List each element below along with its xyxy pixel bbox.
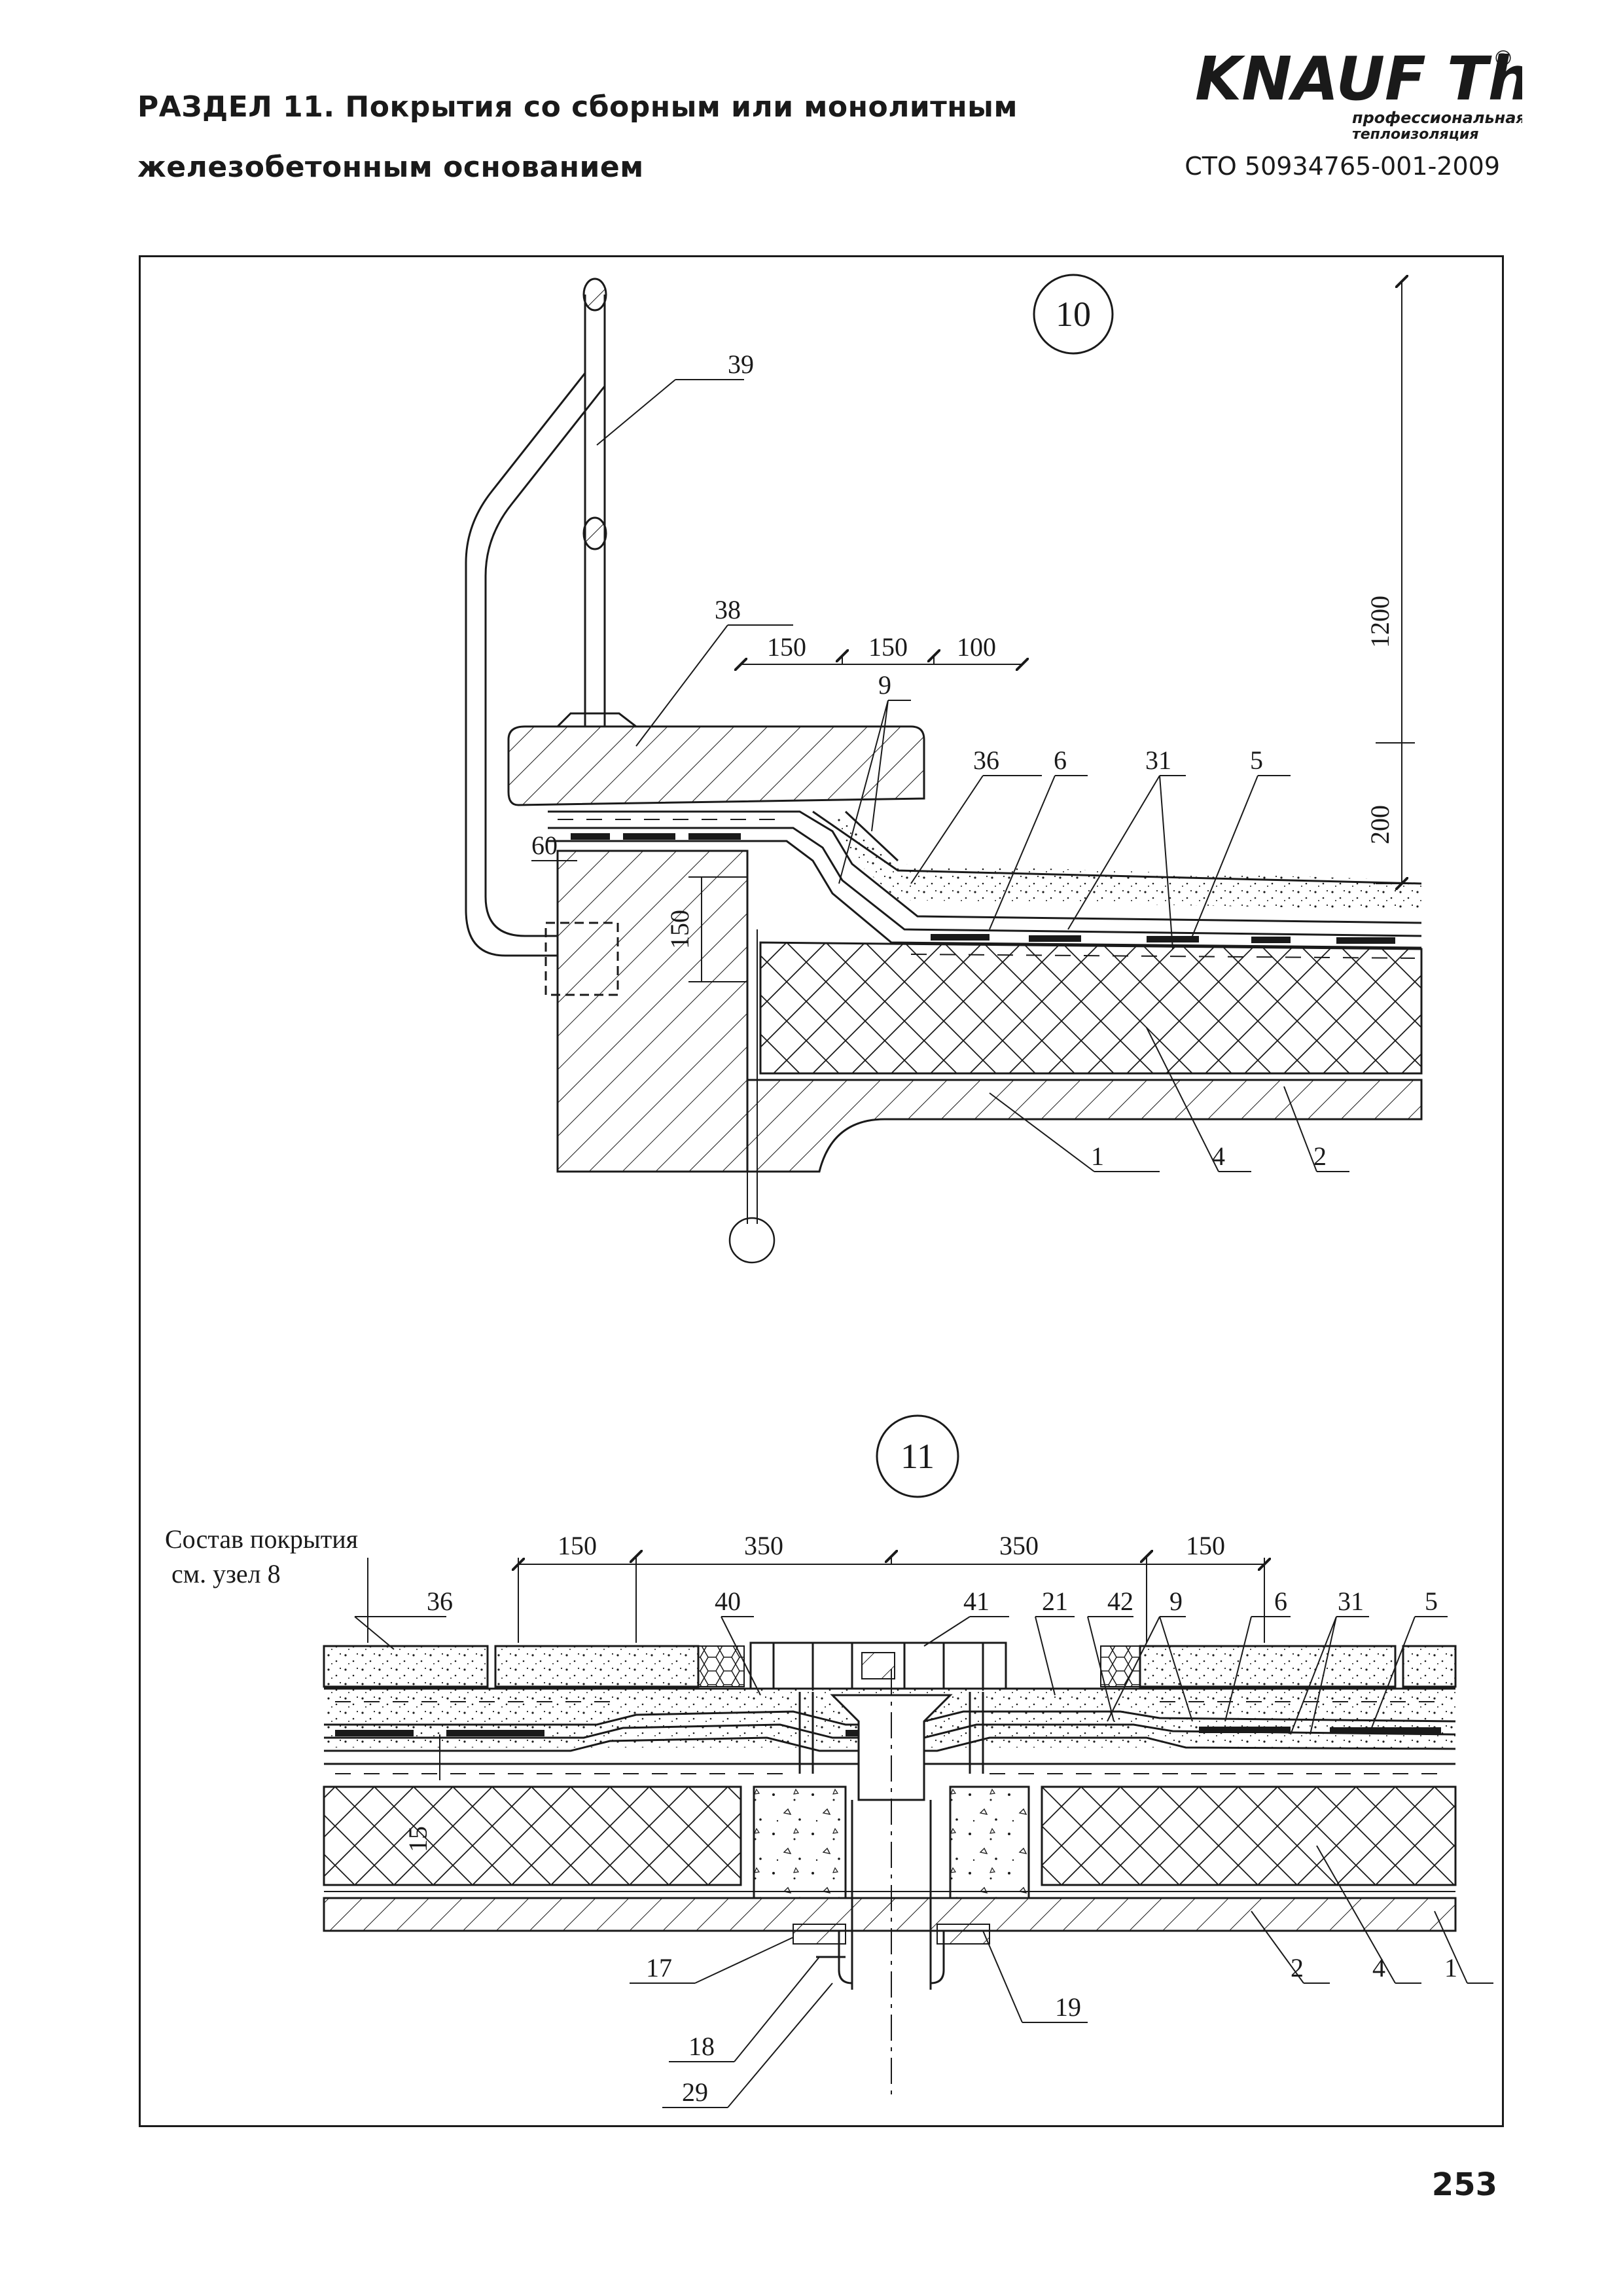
parapet-cap <box>507 725 925 806</box>
thermal-insulation <box>759 941 1423 1075</box>
callout-4-11: 4 <box>1372 1953 1385 1982</box>
dim-150-vertical: 150 <box>665 910 694 949</box>
gravel-filler-left <box>698 1645 745 1687</box>
seal-right <box>936 1924 990 1945</box>
callout-36-11: 36 <box>427 1587 453 1616</box>
callout-19: 19 <box>1055 1992 1081 2022</box>
knauf-therm-logo: KNAUF Therm ® профессиональная теплоизол… <box>1195 44 1522 143</box>
concrete-fill-right <box>949 1785 1030 1899</box>
callout-9: 9 <box>878 670 891 700</box>
callout-36: 36 <box>973 745 999 775</box>
logo-tagline-2: теплоизоляция <box>1352 126 1479 143</box>
dim-100: 100 <box>957 632 996 662</box>
parapet-wall <box>556 850 749 1173</box>
callout-6-11: 6 <box>1274 1587 1287 1616</box>
section-title-line1: РАЗДЕЛ 11. Покрытия со сборным или монол… <box>137 90 1018 124</box>
callout-41: 41 <box>963 1587 990 1616</box>
technical-drawing: 10 <box>165 274 1493 2108</box>
dim-150a-11: 150 <box>558 1531 597 1560</box>
page-number: 253 <box>1431 2166 1497 2203</box>
callout-2: 2 <box>1313 1141 1327 1171</box>
paving-tiles <box>323 1645 1457 1688</box>
dim-150b: 150 <box>868 632 908 662</box>
callout-4: 4 <box>1212 1141 1225 1171</box>
concrete-fill-left <box>753 1785 847 1899</box>
callout-39: 39 <box>728 350 754 379</box>
callout-21: 21 <box>1042 1587 1068 1616</box>
protective-layer <box>832 812 1421 910</box>
composition-note-line2: см. узел 8 <box>171 1559 281 1588</box>
drawing-frame <box>139 255 1504 2127</box>
callout-5: 5 <box>1250 745 1263 775</box>
drain-pipe <box>851 1800 932 1990</box>
dim-350b: 350 <box>999 1531 1039 1560</box>
callout-42: 42 <box>1107 1587 1133 1616</box>
section-title-line2: железобетонным основанием <box>137 151 644 184</box>
logo-tagline-1: профессиональная <box>1352 109 1522 127</box>
callout-60: 60 <box>531 831 558 860</box>
node-10-number: 10 <box>1056 295 1091 334</box>
callout-2-11: 2 <box>1291 1953 1304 1982</box>
node-10-circle <box>1033 274 1114 355</box>
callout-1-11: 1 <box>1444 1953 1457 1982</box>
railing <box>465 295 606 957</box>
callout-6: 6 <box>1054 745 1067 775</box>
callout-5-11: 5 <box>1425 1587 1438 1616</box>
gravel-filler-right <box>1100 1645 1141 1687</box>
callout-29: 29 <box>682 2077 708 2107</box>
dim-150b-11: 150 <box>1186 1531 1225 1560</box>
callout-9-11: 9 <box>1169 1587 1183 1616</box>
slab-11 <box>323 1897 1457 1932</box>
dim-150a: 150 <box>767 632 806 662</box>
logo-brand: KNAUF Therm <box>1195 44 1522 114</box>
bitumen-membrane-11 <box>335 1727 1441 1736</box>
thermal-insulation-right <box>1041 1785 1457 1886</box>
callout-40: 40 <box>715 1587 741 1616</box>
callout-1: 1 <box>1091 1141 1104 1171</box>
thermal-insulation-left <box>323 1785 742 1886</box>
callout-31-11: 31 <box>1338 1587 1364 1616</box>
railing-mid-bar <box>582 516 607 550</box>
callout-15: 15 <box>403 1826 433 1852</box>
callout-18: 18 <box>688 2032 715 2061</box>
railing-top-bar <box>582 278 607 312</box>
callout-17: 17 <box>646 1953 672 1982</box>
dim-200: 200 <box>1365 805 1395 844</box>
node-10: 10 <box>465 274 1423 1264</box>
dim-350a: 350 <box>744 1531 783 1560</box>
node-11: 11 Состав покрытия см. узел 8 <box>165 1414 1493 2108</box>
logo-mark: ® <box>1493 46 1514 71</box>
dim-1200: 1200 <box>1365 596 1395 648</box>
slab <box>746 1079 1423 1173</box>
node-11-circle <box>876 1414 959 1498</box>
standard-code: СТО 50934765-001-2009 <box>1185 152 1500 181</box>
callout-31: 31 <box>1145 745 1171 775</box>
seal-left <box>793 1924 846 1945</box>
bitumen-membrane <box>571 833 1395 944</box>
node-11-number: 11 <box>901 1437 935 1476</box>
composition-note-line1: Состав покрытия <box>165 1524 358 1554</box>
callout-38: 38 <box>715 595 741 624</box>
